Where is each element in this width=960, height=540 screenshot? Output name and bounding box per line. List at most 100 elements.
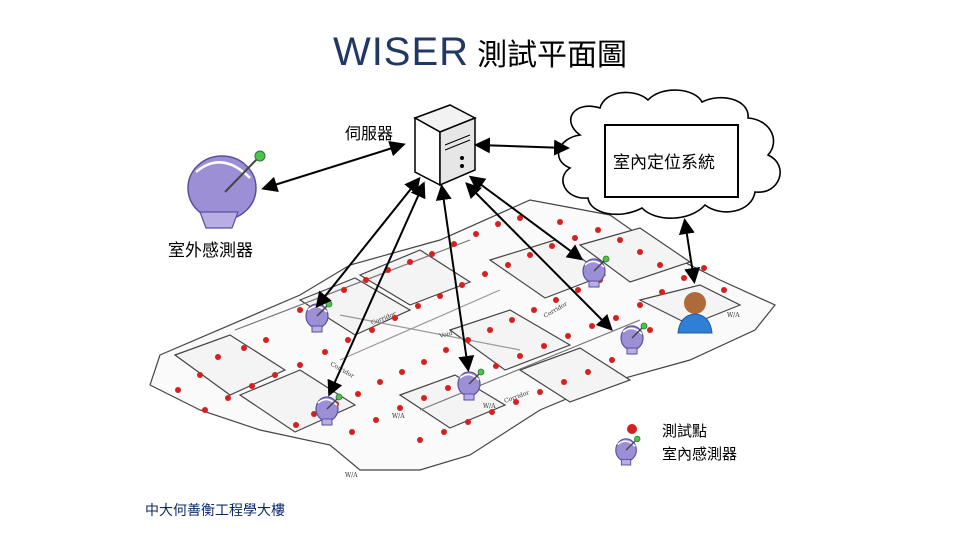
test-point <box>489 409 495 415</box>
test-point <box>363 277 369 283</box>
test-point <box>609 357 615 363</box>
test-point <box>421 395 427 401</box>
test-point <box>459 282 465 288</box>
outdoor-sensor-label: 室外感測器 <box>168 241 253 261</box>
test-point <box>215 354 221 360</box>
user-person-icon <box>677 292 713 334</box>
test-point <box>572 235 578 241</box>
test-point <box>175 387 181 393</box>
room-block <box>173 334 287 396</box>
test-point <box>589 323 595 329</box>
test-point <box>517 353 523 359</box>
legend-indoor-sensor-label: 室內感測器 <box>662 445 738 463</box>
test-point <box>613 315 619 321</box>
test-point <box>415 303 421 309</box>
test-point <box>407 259 413 265</box>
test-point <box>659 289 665 295</box>
test-point <box>392 315 398 321</box>
wa-label: W/A <box>727 312 740 319</box>
test-point <box>417 437 423 443</box>
wa-label: W/A <box>345 472 358 479</box>
arrow-server-sensor <box>327 181 426 397</box>
server-label: 伺服器 <box>345 124 394 143</box>
test-point <box>429 251 435 257</box>
title-sub: 測試平面圖 <box>477 39 628 72</box>
test-point <box>297 362 303 368</box>
test-point <box>293 422 299 428</box>
room-block <box>518 347 632 403</box>
room-block <box>398 374 507 429</box>
test-point <box>373 417 379 423</box>
satellite-dish-icon <box>187 150 266 229</box>
test-point <box>451 241 457 247</box>
test-point <box>225 395 231 401</box>
test-point <box>549 243 555 249</box>
test-point <box>637 302 643 308</box>
test-point <box>399 369 405 375</box>
test-point <box>272 372 278 378</box>
server-icon <box>413 104 477 187</box>
test-point <box>701 265 707 271</box>
test-point <box>345 337 351 343</box>
test-point <box>493 363 499 369</box>
test-point <box>355 391 361 397</box>
test-point <box>297 307 303 313</box>
test-point <box>263 337 269 343</box>
arrow-server-sensor <box>465 182 613 331</box>
test-point <box>341 287 347 293</box>
test-point <box>557 219 563 225</box>
test-point <box>465 419 471 425</box>
test-point <box>322 349 328 355</box>
corridor-edge <box>419 319 641 411</box>
arrow-server-system <box>474 137 570 156</box>
test-point <box>575 287 581 293</box>
test-point <box>445 385 451 391</box>
test-point <box>565 333 571 339</box>
test-point <box>509 317 515 323</box>
positioning-system-box <box>604 124 739 198</box>
test-point <box>202 407 208 413</box>
test-point <box>377 379 383 385</box>
wa-label: W/A <box>483 403 496 410</box>
test-point <box>465 337 471 343</box>
test-point <box>505 262 511 268</box>
test-point <box>441 429 447 435</box>
connection-arrows <box>261 137 701 397</box>
test-point <box>311 411 317 417</box>
test-point <box>513 399 519 405</box>
test-point <box>585 369 591 375</box>
test-point <box>657 262 663 268</box>
test-point <box>197 372 203 378</box>
arrow-system-user <box>678 218 701 284</box>
test-point <box>369 327 375 333</box>
test-point <box>595 227 601 233</box>
positioning-system-label: 室內定位系統 <box>613 153 715 173</box>
test-point <box>647 327 653 333</box>
test-point <box>541 343 547 349</box>
arrow-outdoor-server <box>261 140 406 193</box>
test-point <box>241 345 247 351</box>
arrow-server-sensor <box>435 184 475 372</box>
test-point <box>437 293 443 299</box>
test-point <box>537 389 543 395</box>
test-point <box>681 275 687 281</box>
test-point <box>482 271 488 277</box>
test-point <box>637 249 643 255</box>
test-point <box>561 379 567 385</box>
test-point <box>421 359 427 365</box>
test-point <box>487 327 493 333</box>
test-point <box>495 221 501 227</box>
test-point <box>527 252 533 258</box>
test-point <box>721 287 727 293</box>
test-point <box>553 297 559 303</box>
title-main: WISER <box>332 30 470 74</box>
building-caption: 中大何善衡工程學大樓 <box>145 503 285 519</box>
test-point <box>349 429 355 435</box>
legend-sensor-icon <box>615 435 641 466</box>
test-point <box>249 383 255 389</box>
legend-test-point-label: 測試點 <box>662 422 708 440</box>
test-point <box>397 405 403 411</box>
test-point <box>531 307 537 313</box>
